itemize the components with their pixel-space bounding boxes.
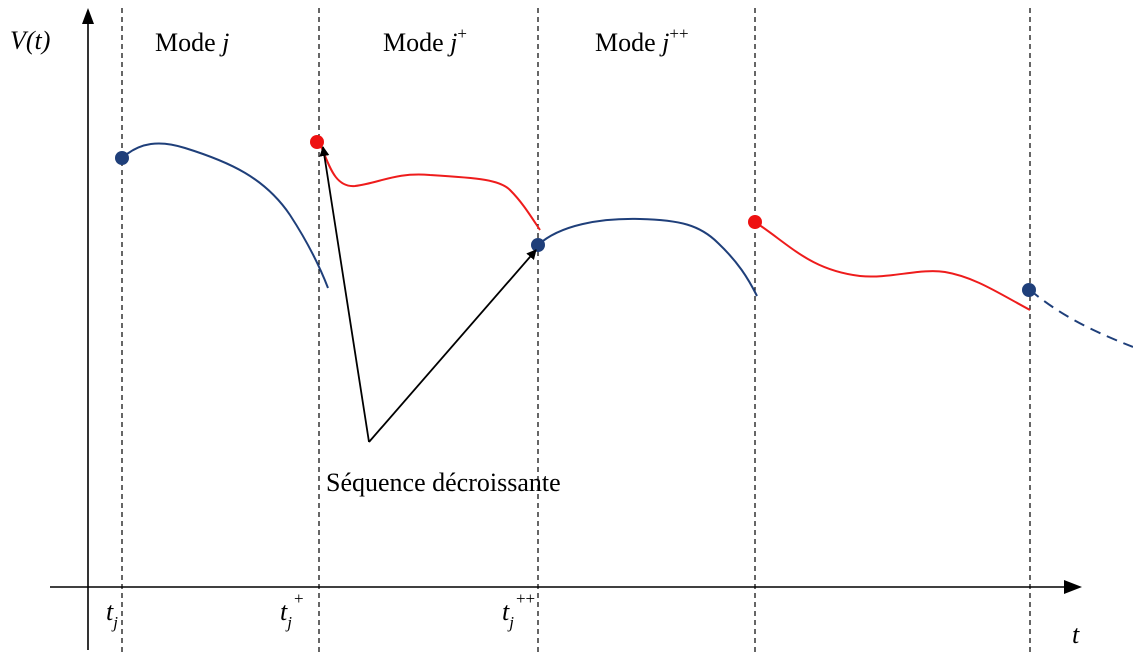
switch-curve-4 xyxy=(754,221,1031,311)
mode-label-j-plusplus: Mode j++ xyxy=(595,24,689,57)
mode-curve-continuation xyxy=(1029,289,1133,348)
blue-dot-tj-plusplus xyxy=(531,238,545,252)
time-label-tj-plusplus: tj++ xyxy=(502,589,535,632)
mode-curve-j-plusplus xyxy=(537,217,758,297)
mode-curves xyxy=(121,142,1133,348)
blue-dot-tj xyxy=(115,151,129,165)
time-label-tj-plus: tj+ xyxy=(280,589,304,632)
mode-boundaries xyxy=(121,8,1031,655)
red-dot-4 xyxy=(748,215,762,229)
blue-dot-5 xyxy=(1022,283,1036,297)
red-dot-tj-plus xyxy=(310,135,324,149)
axes xyxy=(50,8,1082,650)
x-axis-arrowhead xyxy=(1064,580,1082,594)
switch-points xyxy=(115,135,1036,297)
switch-curves xyxy=(318,141,1031,311)
time-label-tj: tj xyxy=(106,597,118,632)
arrow-to-red-dot xyxy=(319,146,370,443)
mode-curve-j xyxy=(121,142,329,289)
mode-label-j: Mode j xyxy=(155,28,229,57)
x-axis-label: t xyxy=(1072,620,1080,649)
y-axis-arrowhead xyxy=(82,8,94,24)
arrow-to-blue-dot xyxy=(368,249,537,443)
mode-label-j-plus: Mode j+ xyxy=(383,24,467,57)
y-axis-label: V(t) xyxy=(10,26,50,55)
annotation-label: Séquence décroissante xyxy=(326,468,561,497)
switch-curve-j-plus xyxy=(318,141,541,231)
annotation-arrows xyxy=(319,146,537,443)
